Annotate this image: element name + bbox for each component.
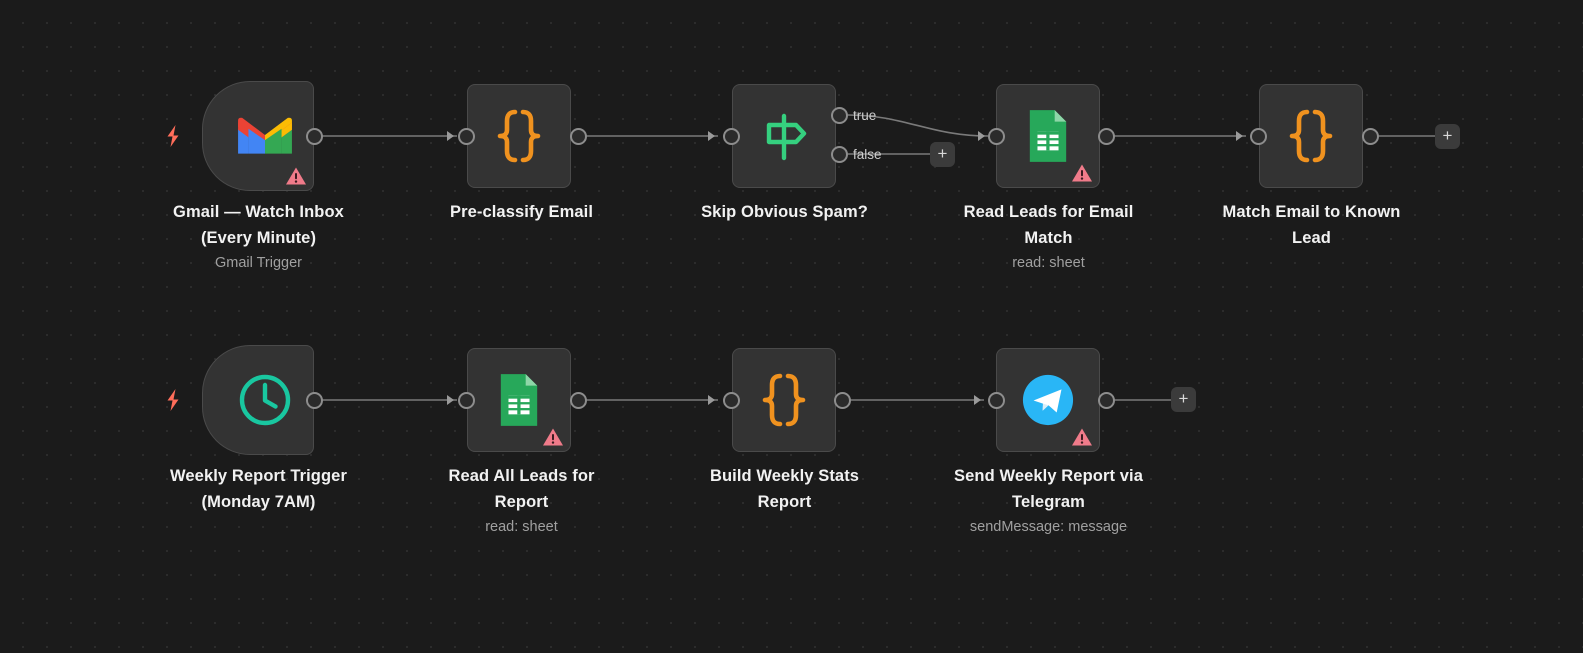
port-skip-obvious-spam-output-true[interactable] bbox=[831, 107, 848, 124]
port-read-leads-output[interactable] bbox=[1098, 128, 1115, 145]
google-sheets-icon bbox=[997, 85, 1099, 187]
label-weekly-report-trigger: Weekly Report Trigger (Monday 7AM) bbox=[136, 463, 381, 515]
label-line: Read Leads for Email bbox=[963, 203, 1134, 221]
code-icon bbox=[733, 349, 835, 451]
label-line: Weekly Report Trigger bbox=[170, 467, 347, 485]
label-build-weekly-stats-report: Build Weekly Stats Report bbox=[662, 463, 907, 515]
label-pre-classify-email: Pre-classify Email bbox=[399, 199, 644, 225]
port-gmail-trigger-output[interactable] bbox=[306, 128, 323, 145]
port-read-all-leads-input[interactable] bbox=[458, 392, 475, 409]
port-read-leads-input[interactable] bbox=[988, 128, 1005, 145]
label-line: Skip Obvious Spam? bbox=[701, 203, 868, 221]
sublabel-gmail-trigger: Gmail Trigger bbox=[214, 255, 303, 271]
arrow-into-telegram bbox=[974, 395, 981, 405]
label-line: Gmail — Watch Inbox bbox=[173, 203, 344, 221]
port-weekly-report-trigger-output[interactable] bbox=[306, 392, 323, 409]
branch-label-true: true bbox=[853, 108, 877, 123]
telegram-icon bbox=[997, 349, 1099, 451]
warning-icon bbox=[543, 428, 563, 446]
label-skip-obvious-spam: Skip Obvious Spam? bbox=[662, 199, 907, 225]
label-line: Report bbox=[494, 493, 549, 511]
label-line: Read All Leads for bbox=[448, 467, 595, 485]
label-line: Match bbox=[1024, 229, 1073, 247]
label-line: Send Weekly Report via bbox=[954, 467, 1143, 485]
arrow-into-spam bbox=[708, 131, 715, 141]
label-line: Telegram bbox=[1012, 493, 1085, 511]
if-signpost-icon bbox=[733, 85, 835, 187]
label-read-leads-for-email-match: Read Leads for Email Match bbox=[926, 199, 1171, 251]
add-node-button-after-telegram[interactable]: + bbox=[1171, 387, 1196, 412]
label-line: (Monday 7AM) bbox=[201, 493, 316, 511]
node-read-all-leads-for-report[interactable] bbox=[467, 348, 571, 452]
warning-icon bbox=[1072, 428, 1092, 446]
port-pre-classify-email-output[interactable] bbox=[570, 128, 587, 145]
label-send-weekly-report-via-telegram: Send Weekly Report via Telegram bbox=[926, 463, 1171, 515]
warning-icon bbox=[286, 167, 306, 185]
arrow-into-read-leads bbox=[978, 131, 985, 141]
sublabel-send-weekly-report-via-telegram: sendMessage: message bbox=[969, 519, 1128, 535]
add-node-button-spam-false[interactable]: + bbox=[930, 142, 955, 167]
warning-icon bbox=[1072, 164, 1092, 182]
port-build-weekly-input[interactable] bbox=[723, 392, 740, 409]
node-gmail-trigger[interactable] bbox=[202, 81, 314, 191]
label-line: Lead bbox=[1292, 229, 1331, 247]
label-line: Pre-classify Email bbox=[449, 203, 594, 221]
arrow-into-build-weekly bbox=[708, 395, 715, 405]
port-build-weekly-output[interactable] bbox=[834, 392, 851, 409]
port-match-email-input[interactable] bbox=[1250, 128, 1267, 145]
sublabel-read-leads-for-email-match: read: sheet bbox=[1012, 255, 1085, 271]
node-match-email-to-known-lead[interactable] bbox=[1259, 84, 1363, 188]
clock-icon bbox=[203, 346, 313, 454]
port-match-email-output[interactable] bbox=[1362, 128, 1379, 145]
port-read-all-leads-output[interactable] bbox=[570, 392, 587, 409]
arrow-into-match-email bbox=[1236, 131, 1243, 141]
port-skip-obvious-spam-output-false[interactable] bbox=[831, 146, 848, 163]
google-sheets-icon bbox=[468, 349, 570, 451]
label-read-all-leads-for-report: Read All Leads for Report bbox=[399, 463, 644, 515]
arrow-into-preclassify bbox=[447, 131, 454, 141]
port-skip-obvious-spam-input[interactable] bbox=[723, 128, 740, 145]
label-line: Build Weekly Stats bbox=[709, 467, 860, 485]
branch-label-false: false bbox=[853, 147, 882, 162]
node-read-leads-for-email-match[interactable] bbox=[996, 84, 1100, 188]
sublabel-read-all-leads-for-report: read: sheet bbox=[485, 519, 558, 535]
trigger-bolt-icon bbox=[163, 388, 183, 412]
port-telegram-input[interactable] bbox=[988, 392, 1005, 409]
gmail-icon bbox=[203, 82, 313, 190]
code-icon bbox=[1260, 85, 1362, 187]
label-line: (Every Minute) bbox=[200, 229, 317, 247]
port-pre-classify-email-input[interactable] bbox=[458, 128, 475, 145]
node-pre-classify-email[interactable] bbox=[467, 84, 571, 188]
label-gmail-trigger: Gmail — Watch Inbox (Every Minute) bbox=[136, 199, 381, 251]
arrow-into-read-all-leads bbox=[447, 395, 454, 405]
node-skip-obvious-spam[interactable] bbox=[732, 84, 836, 188]
node-build-weekly-stats-report[interactable] bbox=[732, 348, 836, 452]
label-line: Report bbox=[757, 493, 812, 511]
label-match-email-to-known-lead: Match Email to Known Lead bbox=[1189, 199, 1434, 251]
add-node-button-after-match-email[interactable]: + bbox=[1435, 124, 1460, 149]
label-line: Match Email to Known bbox=[1222, 203, 1401, 221]
port-telegram-output[interactable] bbox=[1098, 392, 1115, 409]
node-weekly-report-trigger[interactable] bbox=[202, 345, 314, 455]
trigger-bolt-icon bbox=[163, 124, 183, 148]
node-send-weekly-report-via-telegram[interactable] bbox=[996, 348, 1100, 452]
code-icon bbox=[468, 85, 570, 187]
